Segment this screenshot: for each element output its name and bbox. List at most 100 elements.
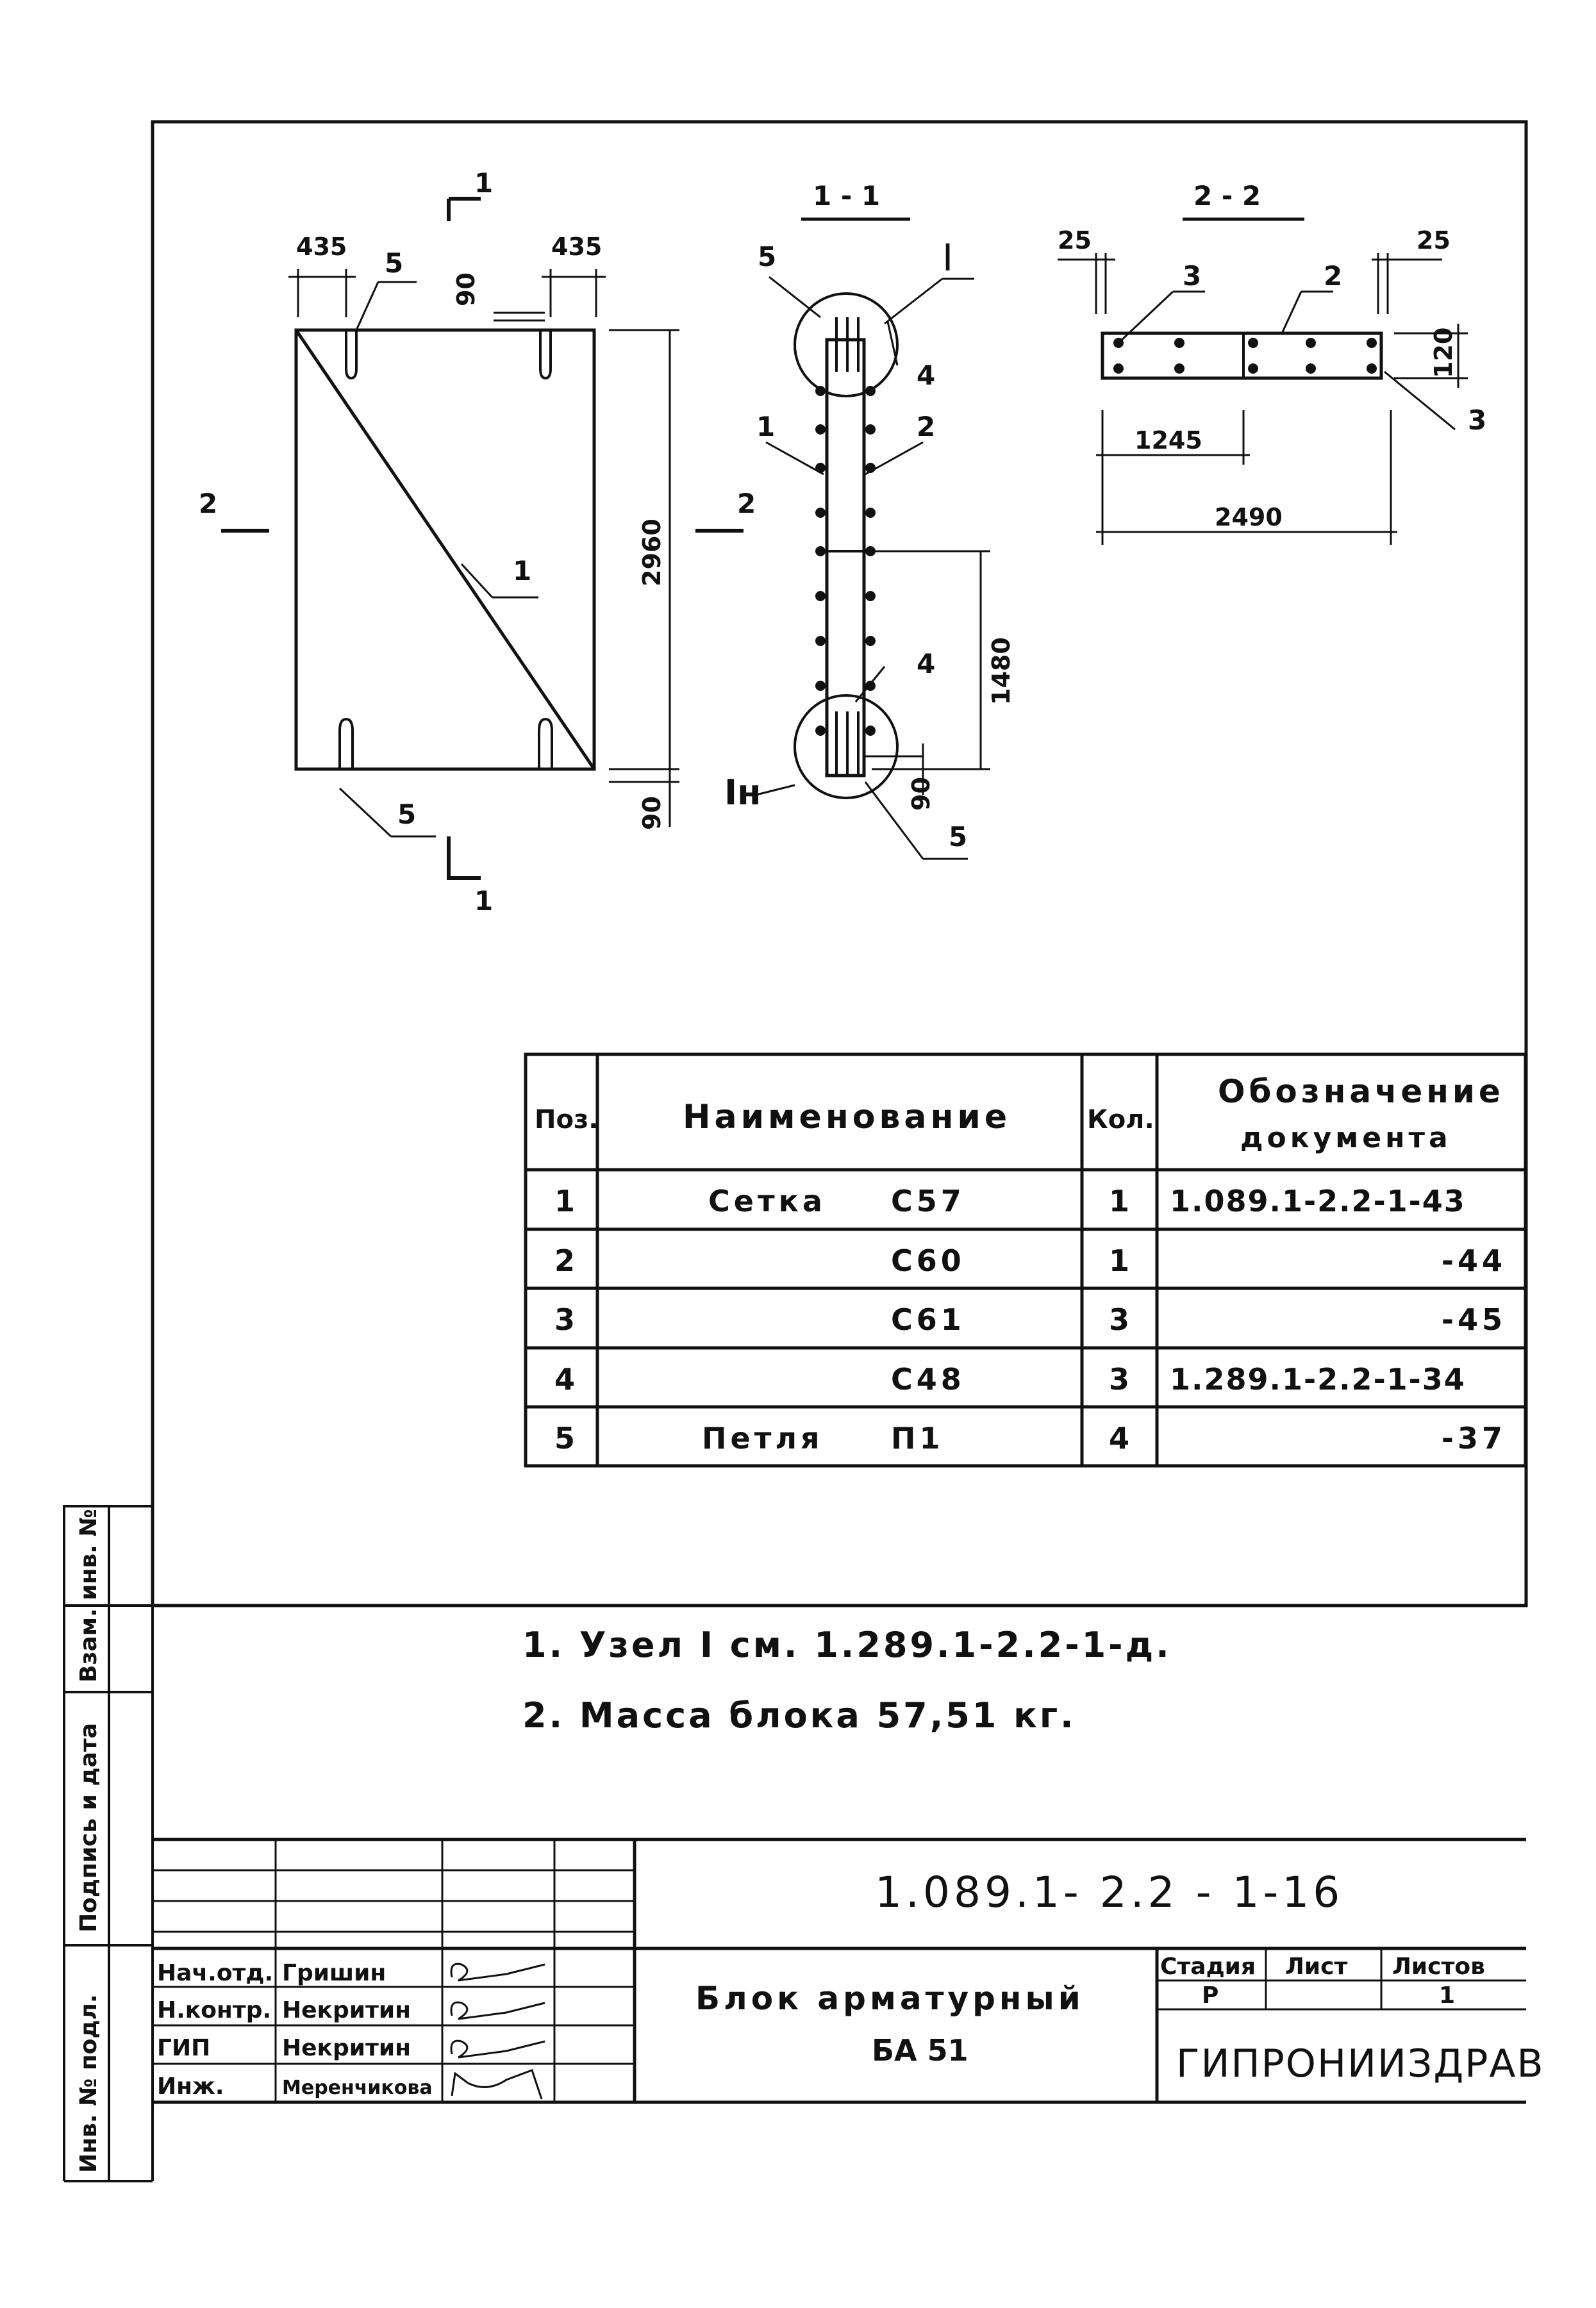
spec-table-row: 3 С61 3 -45 (554, 1302, 1506, 1337)
section-1-1-dim-1480: 1480 (987, 637, 1015, 705)
section-2-2-pos-3-right: 3 (1468, 404, 1486, 436)
section-1-1-rebar-dots (815, 386, 876, 736)
section-1-1-pos-4-top: 4 (917, 360, 935, 391)
plan-dim-90-bottom: 90 (638, 796, 666, 830)
plan-section-1-bottom: 1 (474, 885, 493, 917)
signatory-4-signature (451, 2069, 543, 2100)
spec-row-3-name-right: С61 (891, 1302, 965, 1337)
spec-table-row: 4 С48 3 1.289.1-2.2-1-34 (554, 1362, 1466, 1397)
spec-row-4-qty: 3 (1109, 1362, 1133, 1397)
plan-pos-diagonal: 1 (513, 555, 531, 586)
section-2-2-pos-2: 2 (1324, 260, 1342, 292)
spec-header-doc-1: Обозначение (1218, 1073, 1504, 1110)
side-stamp-column (63, 1506, 154, 2182)
section-1-1-node-top-label: I (942, 236, 953, 279)
section-2-2-title: 2 - 2 (1193, 180, 1261, 212)
section-1-1-pos-5-bottom: 5 (949, 821, 967, 852)
signatory-row: Нач.отд. Гришин (157, 1960, 545, 1986)
signatory-1-name: Гришин (282, 1960, 386, 1986)
spec-row-4-name-right: С48 (891, 1362, 965, 1397)
spec-table: Поз. Наименование Кол. Обозначение докум… (535, 1073, 1504, 1154)
plan-section-1-top: 1 (474, 167, 493, 199)
note-1: 1. Узел I см. 1.289.1-2.2-1-д. (522, 1625, 1172, 1665)
section-1-1-pos-1: 1 (756, 411, 775, 442)
side-stamp-inv-orig: Инв. № подл. (76, 1994, 102, 2173)
spec-row-3-qty: 3 (1109, 1302, 1133, 1337)
section-2-2-dim-2490: 2490 (1215, 503, 1283, 531)
title-block-organization: ГИПРОНИИЗДРАВ (1176, 2041, 1545, 2086)
signatory-row: Инж. Меренчикова (157, 2069, 543, 2100)
plan-dim-right: 435 (551, 233, 602, 261)
title-block-stage-label: Стадия (1160, 1954, 1256, 1980)
spec-row-1-name-right: С57 (891, 1184, 965, 1218)
title-block-title-line1: Блок арматурный (695, 1980, 1085, 2017)
title-block-stage-value: Р (1202, 1982, 1218, 2009)
signatory-4-name: Меренчикова (282, 2077, 433, 2099)
spec-row-5-pos: 5 (554, 1421, 579, 1456)
spec-row-5-name-right: П1 (891, 1421, 944, 1456)
section-2-2-dim-120: 120 (1429, 328, 1458, 378)
plan-outline (294, 328, 596, 771)
signatory-2-role: Н.контр. (157, 1997, 271, 2023)
spec-row-1-qty: 1 (1109, 1184, 1133, 1218)
plan-loop-bottom-right (538, 717, 553, 769)
spec-row-4-pos: 4 (554, 1362, 579, 1397)
spec-row-5-name-left: Петля (702, 1421, 824, 1456)
plan-loop-bottom-left (338, 717, 354, 769)
spec-table-row: 5 Петля П1 4 -37 (554, 1421, 1506, 1456)
section-2-2-pos-3-top: 3 (1183, 260, 1201, 292)
spec-row-4-doc: 1.289.1-2.2-1-34 (1170, 1362, 1466, 1397)
plan-dim-90-top: 90 (452, 272, 480, 306)
section-1-1-pos-5-top: 5 (758, 241, 776, 272)
signatory-row: Н.контр. Некритин (157, 1997, 545, 2023)
spec-header-qty: Кол. (1087, 1105, 1154, 1134)
spec-row-3-doc: -45 (1442, 1302, 1506, 1337)
plan-dim-left: 435 (296, 233, 347, 261)
signatory-1-signature (450, 1963, 545, 1982)
plan-section-2-right: 2 (737, 488, 756, 519)
spec-header-name: Наименование (683, 1098, 1011, 1136)
section-1-1-node-bottom-label: Iн (724, 772, 761, 813)
spec-row-1-pos: 1 (554, 1184, 579, 1218)
section-2-2-dim-25-right: 25 (1417, 226, 1451, 254)
plan-diagonal-mesh (294, 329, 596, 770)
title-block-grid (153, 1838, 1526, 2104)
title-block-sheets-value: 1 (1439, 1982, 1455, 2009)
section-1-1-title: 1 - 1 (813, 180, 880, 212)
spec-header-pos: Поз. (535, 1105, 598, 1134)
title-block-title-line2: БА 51 (872, 2033, 968, 2068)
spec-table-row: 2 С60 1 -44 (554, 1243, 1506, 1278)
side-stamp-sign-date: Подпись и дата (76, 1723, 102, 1932)
signatory-3-role: ГИП (157, 2035, 210, 2061)
plan-loop-top-right (539, 330, 552, 380)
plan-dim-height: 2960 (638, 519, 666, 586)
plan-loop-top-left (345, 330, 358, 380)
signatory-2-name: Некритин (282, 1997, 411, 2023)
section-1-1-pos-4-bottom: 4 (917, 648, 935, 679)
spec-row-1-name-left: Сетка (708, 1184, 826, 1218)
title-block-sheet-label: Лист (1285, 1954, 1347, 1980)
spec-row-3-pos: 3 (554, 1302, 579, 1337)
spec-row-2-doc: -44 (1442, 1243, 1506, 1278)
spec-row-5-doc: -37 (1442, 1421, 1506, 1456)
section-1-1-dim-90: 90 (907, 777, 935, 811)
section-1-1-node-bottom (794, 694, 899, 799)
sheet-frame (151, 120, 1528, 1607)
section-2-2-dim-1245: 1245 (1135, 426, 1202, 454)
signatory-3-signature (450, 2039, 545, 2059)
plan-pos-loop-bottom: 5 (397, 799, 416, 830)
spec-row-1-doc: 1.089.1-2.2-1-43 (1170, 1184, 1466, 1218)
section-2-2 (1058, 217, 1468, 545)
spec-table-row: 1 Сетка С57 1 1.089.1-2.2-1-43 (554, 1184, 1466, 1218)
title-block-doc-code: 1.089.1- 2.2 - 1-16 (875, 1868, 1343, 1917)
spec-row-2-pos: 2 (554, 1243, 579, 1278)
section-1-1 (756, 217, 990, 860)
plan-view (221, 197, 744, 880)
signatory-4-role: Инж. (157, 2073, 224, 2100)
signatory-3-name: Некритин (282, 2035, 411, 2061)
signatory-2-signature (450, 2001, 545, 2020)
plan-section-2-left: 2 (199, 488, 217, 519)
signatory-1-role: Нач.отд. (157, 1960, 273, 1986)
plan-pos-loop-top: 5 (385, 247, 403, 279)
spec-header-doc-2: документа (1240, 1122, 1452, 1154)
